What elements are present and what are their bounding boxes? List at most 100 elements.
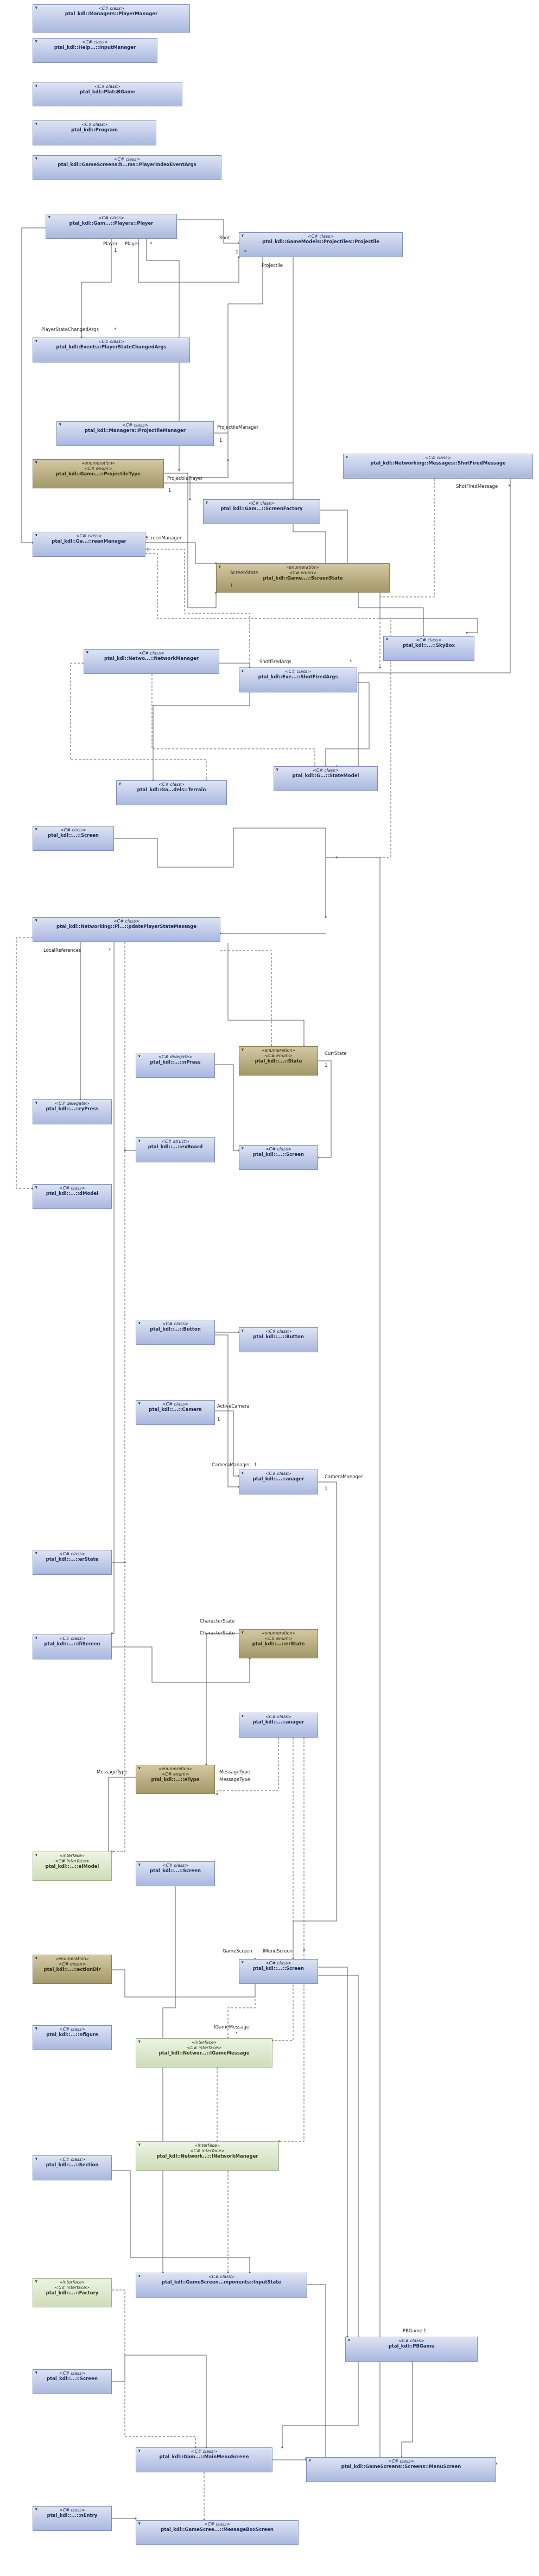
collapse-toggle-icon[interactable]: ∨ <box>35 122 38 126</box>
class-box-n41[interactable]: ∨<C# class>ptal_kdl::...::nfigure <box>33 2025 112 2050</box>
class-box-n25[interactable]: ∨<C# struct>ptal_kdl::...::exBoard <box>136 1137 215 1162</box>
class-box-n37[interactable]: ∨«interface»<C# interface>ptal_kdl::...:… <box>33 1852 112 1881</box>
collapse-toggle-icon[interactable]: ∨ <box>385 637 389 641</box>
class-box-n40[interactable]: ∨<C# class>ptal_kdl::...::Screen <box>239 1959 318 1984</box>
collapse-toggle-icon[interactable]: ∨ <box>59 422 62 427</box>
class-box-n15[interactable]: ∨<C# class>ptal_kdl::...::SkyBox <box>383 636 474 661</box>
collapse-toggle-icon[interactable]: ∨ <box>308 2458 312 2463</box>
collapse-toggle-icon[interactable]: ∨ <box>138 2142 141 2147</box>
class-box-n18[interactable]: ∨<C# class>ptal_kdl::G...::StateModel <box>274 766 378 791</box>
class-box-n1[interactable]: ∨<C# class>ptal_kdl::Managers::PlayerMan… <box>33 4 190 33</box>
class-box-n7[interactable]: ∨<C# class>ptal_kdl::GameModels::Project… <box>239 232 403 257</box>
collapse-toggle-icon[interactable]: ∨ <box>35 1551 38 1555</box>
collapse-toggle-icon[interactable]: ∨ <box>35 39 38 43</box>
collapse-toggle-icon[interactable]: ∨ <box>205 500 208 505</box>
collapse-toggle-icon[interactable]: ∨ <box>138 1401 141 1405</box>
class-box-n31[interactable]: ∨<C# class>ptal_kdl::...::anager <box>239 1470 318 1494</box>
collapse-toggle-icon[interactable]: ∨ <box>35 2157 38 2161</box>
collapse-toggle-icon[interactable]: ∨ <box>241 669 244 673</box>
class-box-n4[interactable]: ∨<C# class>ptal_kdl::Program <box>33 120 156 145</box>
collapse-toggle-icon[interactable]: ∨ <box>241 1471 244 1475</box>
collapse-toggle-icon[interactable]: ∨ <box>35 533 38 537</box>
class-box-n16[interactable]: ∨<C# class>ptal_kdl::Netwo...::NetworkMa… <box>84 649 219 674</box>
collapse-toggle-icon[interactable]: ∨ <box>138 2448 141 2453</box>
class-box-n38[interactable]: ∨<C# class>ptal_kdl::...::Screen <box>136 1861 215 1886</box>
class-box-n45[interactable]: ∨<C# class>ptal_kdl::GameScreen...mponen… <box>136 2273 307 2298</box>
collapse-toggle-icon[interactable]: ∨ <box>347 2338 351 2342</box>
collapse-toggle-icon[interactable]: ∨ <box>138 2521 141 2526</box>
collapse-toggle-icon[interactable]: ∨ <box>35 1101 38 1105</box>
collapse-toggle-icon[interactable]: ∨ <box>86 650 89 654</box>
collapse-toggle-icon[interactable]: ∨ <box>35 5 38 10</box>
class-box-n27[interactable]: ∨<C# class>ptal_kdl::...::dModel <box>33 1184 112 1209</box>
collapse-toggle-icon[interactable]: ∨ <box>138 1862 141 1867</box>
collapse-toggle-icon[interactable]: ∨ <box>241 1714 244 1718</box>
class-box-n47[interactable]: ∨<C# class>ptal_kdl::PBGame <box>345 2337 478 2362</box>
class-box-n14[interactable]: ∨«enumeration»<C# enum>ptal_kdl::Game...… <box>216 563 390 593</box>
collapse-toggle-icon[interactable]: ∨ <box>35 1185 38 1190</box>
collapse-toggle-icon[interactable]: ∨ <box>241 1146 244 1150</box>
collapse-toggle-icon[interactable]: ∨ <box>138 1054 141 1058</box>
class-box-n2[interactable]: ∨<C# class>ptal_kdl::Help...::InputManag… <box>33 38 157 63</box>
class-box-n21[interactable]: ∨<C# class>ptal_kdl::Networking::Pl...::… <box>33 917 220 942</box>
class-box-n39[interactable]: ∨«enumeration»<C# enum>ptal_kdl::...::ec… <box>33 1955 112 1984</box>
collapse-toggle-icon[interactable]: ∨ <box>35 1853 38 1857</box>
collapse-toggle-icon[interactable]: ∨ <box>35 918 38 923</box>
collapse-toggle-icon[interactable]: ∨ <box>138 1321 141 1325</box>
class-box-n24[interactable]: ∨<C# delegate>ptal_kdl::...::ryPress <box>33 1099 112 1124</box>
collapse-toggle-icon[interactable]: ∨ <box>241 1328 244 1333</box>
class-box-n12[interactable]: ∨<C# class>ptal_kdl::Gam...::ScreenFacto… <box>203 499 320 524</box>
collapse-toggle-icon[interactable]: ∨ <box>241 233 244 238</box>
class-box-n36[interactable]: ∨«enumeration»<C# enum>ptal_kdl::...::eT… <box>136 1765 215 1794</box>
class-box-n10[interactable]: ∨«enumeration»<C# enum>ptal_kdl::Game...… <box>33 459 164 488</box>
class-box-n49[interactable]: ∨<C# class>ptal_kdl::Gam...::MainMenuScr… <box>136 2447 272 2472</box>
class-box-n19[interactable]: ∨<C# class>ptal_kdl::Ga...dels::Terrain <box>116 780 227 805</box>
collapse-toggle-icon[interactable]: ∨ <box>35 1956 38 1960</box>
collapse-toggle-icon[interactable]: ∨ <box>35 1636 38 1640</box>
class-box-n11[interactable]: ∨<C# class>ptal_kdl::Networking::Message… <box>343 454 533 479</box>
collapse-toggle-icon[interactable]: ∨ <box>35 2370 38 2375</box>
class-box-n50[interactable]: ∨<C# class>ptal_kdl::GameScreens::Screen… <box>306 2457 496 2482</box>
class-box-n34[interactable]: ∨<C# class>ptal_kdl::...::ifiScreen <box>33 1634 112 1659</box>
collapse-toggle-icon[interactable]: ∨ <box>118 781 122 786</box>
collapse-toggle-icon[interactable]: ∨ <box>138 2039 141 2044</box>
class-box-n8[interactable]: ∨<C# class>ptal_kdl::Events::PlayerState… <box>33 338 190 362</box>
class-box-n48[interactable]: ∨<C# class>ptal_kdl::...::Screen <box>33 2369 112 2394</box>
class-box-n35[interactable]: ∨<C# class>ptal_kdl::...::anager <box>239 1713 318 1738</box>
class-box-n30[interactable]: ∨<C# class>ptal_kdl::...::Camera <box>136 1400 215 1425</box>
collapse-toggle-icon[interactable]: ∨ <box>138 2274 141 2278</box>
class-box-n5[interactable]: ∨<C# class>ptal_kdl::GameScreens:h...ms:… <box>33 155 221 180</box>
collapse-toggle-icon[interactable]: ∨ <box>138 1138 141 1143</box>
class-box-n52[interactable]: ∨<C# class>ptal_kdl::GameScree...::Messa… <box>136 2520 299 2545</box>
class-box-n51[interactable]: ∨<C# class>ptal_kdl::...::nEntry <box>33 2506 112 2531</box>
collapse-toggle-icon[interactable]: ∨ <box>35 827 38 831</box>
collapse-toggle-icon[interactable]: ∨ <box>276 767 279 772</box>
class-box-n44[interactable]: ∨<C# class>ptal_kdl::...::Section <box>33 2155 112 2180</box>
collapse-toggle-icon[interactable]: ∨ <box>218 564 221 569</box>
class-box-n23[interactable]: ∨<C# delegate>ptal_kdl::...::nPress <box>136 1053 215 1078</box>
class-box-n33[interactable]: ∨«enumeration»<C# enum>ptal_kdl::...::er… <box>239 1629 318 1658</box>
collapse-toggle-icon[interactable]: ∨ <box>35 339 38 343</box>
collapse-toggle-icon[interactable]: ∨ <box>138 1766 141 1770</box>
collapse-toggle-icon[interactable]: ∨ <box>241 1047 244 1052</box>
class-box-n3[interactable]: ∨<C# class>ptal_kdl::PlatsBGame <box>33 82 182 106</box>
class-box-n20[interactable]: ∨<C# class>ptal_kdl::...::Screen <box>33 826 114 851</box>
class-box-n26[interactable]: ∨<C# class>ptal_kdl::...::Screen <box>239 1145 318 1170</box>
collapse-toggle-icon[interactable]: ∨ <box>35 2507 38 2511</box>
class-box-n32[interactable]: ∨<C# class>ptal_kdl::...::erState <box>33 1550 112 1575</box>
class-box-n42[interactable]: ∨«interface»<C# interface>ptal_kdl::Netw… <box>136 2038 272 2068</box>
class-box-n9[interactable]: ∨<C# class>ptal_kdl::Managers::Projectil… <box>56 421 214 446</box>
class-box-n17[interactable]: ∨<C# class>ptal_kdl::Eve...::ShotFiredAr… <box>239 667 357 692</box>
collapse-toggle-icon[interactable]: ∨ <box>35 84 38 88</box>
class-box-n43[interactable]: ∨«interface»<C# interface>ptal_kdl::Netw… <box>136 2141 279 2171</box>
collapse-toggle-icon[interactable]: ∨ <box>35 2279 38 2284</box>
collapse-toggle-icon[interactable]: ∨ <box>345 455 348 459</box>
collapse-toggle-icon[interactable]: ∨ <box>35 2026 38 2031</box>
collapse-toggle-icon[interactable]: ∨ <box>48 215 51 219</box>
class-box-n28[interactable]: ∨<C# class>ptal_kdl::...::Button <box>136 1320 215 1345</box>
collapse-toggle-icon[interactable]: ∨ <box>35 156 38 161</box>
class-box-n29[interactable]: ∨<C# class>ptal_kdl::...::Button <box>239 1327 318 1352</box>
class-box-n22[interactable]: ∨«enumeration»<C# enum>ptal_kdl::...::St… <box>239 1046 318 1076</box>
class-box-n46[interactable]: ∨«interface»<C# interface>ptal_kdl::...:… <box>33 2278 112 2307</box>
collapse-toggle-icon[interactable]: ∨ <box>241 1960 244 1964</box>
